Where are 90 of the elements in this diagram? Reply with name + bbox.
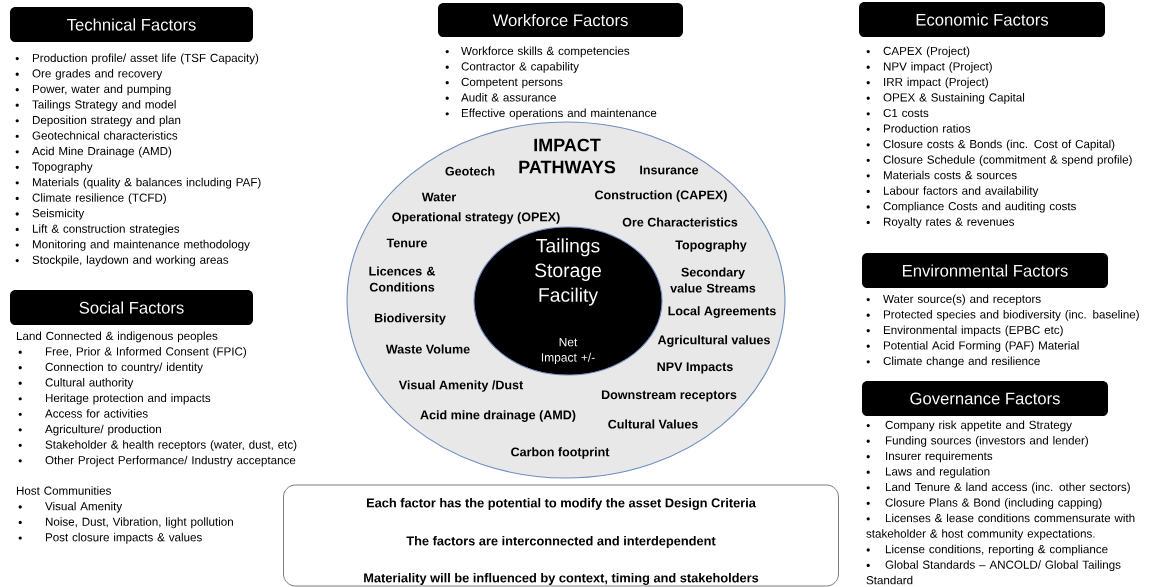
bullet-item: Production profile/ asset life (TSF Capacity) — [15, 53, 259, 65]
pathway-label: Biodiversity — [374, 313, 446, 325]
bullet-item: Deposition strategy and plan — [15, 115, 181, 127]
bullet-item: Access for activities — [18, 409, 148, 418]
section-header: Economic Factors — [859, 2, 1105, 37]
bullet-item: Connection to country/ identity — [18, 362, 203, 374]
bullet-item: CAPEX (Project) — [866, 46, 970, 58]
pathway-label: Downstream receptors — [601, 390, 737, 402]
bullet-item: Other Project Performance/ Industry acceptance — [18, 455, 296, 467]
bullet-item: Tailings Strategy and model — [15, 100, 176, 111]
note-text: Each factor has the potential to modify the asset Design Criteria — [367, 498, 756, 510]
section-header: Workforce Factors — [438, 3, 683, 37]
bullet-item: Royalty rates & revenues — [866, 217, 1015, 229]
bullet-item: Company risk appetite and Strategy — [866, 420, 1072, 432]
pathway-label: Waste Volume — [385, 344, 470, 354]
bullet-item: Production ratios — [866, 124, 971, 133]
bullet-item: Climate resilience (TCFD) — [15, 193, 166, 205]
bullet-item: Power, water and pumping — [15, 84, 171, 96]
bullet-item: Closure Schedule (commitment & spend profile) — [866, 155, 1132, 166]
bullet-item: Free, Prior & Informed Consent (FPIC) — [18, 347, 246, 358]
pathway-label: Operational strategy (OPEX) — [392, 212, 560, 224]
pathway-label: Cultural Values — [608, 419, 698, 429]
bullet-item: Competent persons — [445, 77, 563, 89]
bullet-item: License conditions, reporting & compliance — [866, 544, 1108, 556]
bullet-item: C1 costs — [866, 108, 929, 118]
bullet-item: OPEX & Sustaining Capital — [866, 93, 1025, 104]
bullet-item: Materials costs & sources — [866, 170, 1017, 180]
bullet-item: Geotechnical characteristics — [15, 131, 178, 140]
bullet-item: Noise, Dust, Vibration, light pollution — [18, 517, 233, 529]
bullet-item: Stakeholder & health receptors (water, dust, etc) — [18, 440, 297, 451]
bullet-item: Closure costs & Bonds (inc. Cost of Capital) — [866, 139, 1115, 151]
pathway-label: Carbon footprint — [511, 447, 610, 459]
bullet-item: Land Tenure & land access (inc. other sectors) — [866, 482, 1130, 494]
bullet-item: Lift & construction strategies — [15, 224, 180, 236]
bullet-item: Compliance Costs and auditing costs — [866, 201, 1076, 213]
section-header: Governance Factors — [862, 381, 1108, 416]
bullet-item: Agriculture/ production — [18, 424, 161, 436]
pathway-label: Acid mine drainage (AMD) — [420, 410, 576, 422]
facility-label: Tailings Storage Facility — [535, 238, 601, 306]
bullet-item: Workforce skills & competencies — [445, 46, 630, 58]
bullet-item: Water source(s) and receptors — [866, 294, 1041, 306]
pathway-label: Topography — [675, 240, 747, 252]
bullet-item: Labour factors and availability — [866, 186, 1039, 198]
pathway-label: Tenure — [386, 238, 427, 248]
pathway-label: Geotech — [445, 166, 495, 176]
note-text: The factors are interconnected and interdependent — [406, 536, 716, 548]
subheading: Land Connected & indigenous peoples — [16, 331, 218, 343]
ellipse-heading: IMPACT PATHWAYS — [519, 138, 616, 174]
bullet-item: Environmental impacts (EPBC etc) — [866, 325, 1063, 337]
net-impact-label: Net Impact +/- — [541, 337, 595, 365]
bullet-item: Seismicity — [15, 208, 85, 220]
subheading: Host Communities — [16, 486, 111, 495]
bullet-item: Climate change and resilience — [866, 356, 1040, 368]
section-header: Social Factors — [10, 290, 253, 325]
bullet-item: Potential Acid Forming (PAF) Material — [866, 341, 1079, 352]
bullet-item: Ore grades and recovery — [15, 69, 163, 80]
bullet-item: Topography — [15, 162, 93, 173]
bullet-item: NPV impact (Project) — [866, 62, 992, 73]
bullet-item: Insurer requirements — [866, 451, 993, 463]
bullet-item: Visual Amenity — [18, 501, 123, 513]
bullet-item: Monitoring and maintenance methodology — [15, 239, 250, 251]
bullet-item: Licenses & lease conditions commensurate with stakeholder & host community expectations. — [866, 513, 1135, 540]
bullet-item: Stockpile, laydown and working areas — [15, 255, 229, 267]
pathway-label: Ore Characteristics — [622, 217, 738, 227]
note-text: Materiality will be influenced by context, timing and stakeholders — [364, 573, 759, 585]
section-header: Environmental Factors — [862, 253, 1108, 288]
bullet-item: Cultural authority — [18, 378, 134, 389]
bullet-item: Laws and regulation — [866, 467, 990, 478]
bullet-item: Post closure impacts & values — [18, 532, 202, 544]
section-header: Technical Factors — [10, 7, 253, 42]
bullet-item: Effective operations and maintenance — [445, 108, 657, 120]
pathway-label: Visual Amenity /Dust — [398, 380, 524, 392]
bullet-item: Protected species and biodiversity (inc. baseline) — [866, 310, 1139, 321]
bullet-item: Contractor & capability — [445, 62, 579, 73]
bullet-item: Closure Plans & Bond (including capping) — [866, 498, 1102, 509]
pathway-label: Agricultural values — [657, 335, 770, 347]
pathway-label: NPV Impacts — [657, 362, 733, 374]
pathway-label: Insurance — [640, 165, 699, 175]
pathway-label: Licences & Conditions — [369, 266, 436, 292]
pathway-label: Water — [421, 192, 456, 202]
pathway-label: Secondary value Streams — [670, 267, 756, 293]
bullet-item: Global Standards – ANCOLD/ Global Tailings Standard — [866, 560, 1121, 585]
pathway-label: Construction (CAPEX) — [595, 190, 727, 202]
pathway-label: Local Agreements — [668, 306, 776, 318]
bullet-item: Materials (quality & balances including PAF) — [15, 177, 261, 189]
bullet-item: Audit & assurance — [445, 93, 556, 102]
bullet-item: Acid Mine Drainage (AMD) — [15, 146, 172, 158]
bullet-item: Heritage protection and impacts — [18, 393, 211, 405]
bullet-item: Funding sources (investors and lender) — [866, 436, 1088, 447]
bullet-item: IRR impact (Project) — [866, 77, 988, 89]
